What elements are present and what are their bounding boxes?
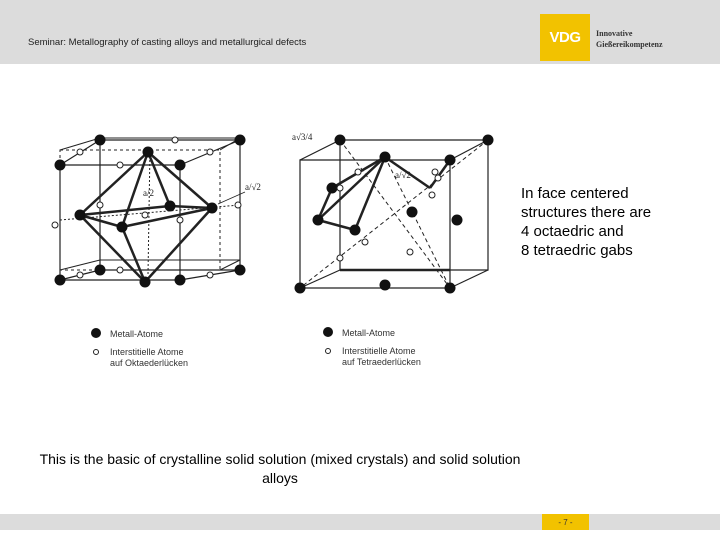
logo-tagline: Innovative Gießereikompetenz: [596, 28, 663, 50]
crystal-structure-figure: a/2 a/√2: [51, 132, 494, 368]
tetrahedral-metal-atoms: [294, 134, 494, 294]
tagline-line2: Gießereikompetenz: [596, 40, 663, 49]
left-legend-metal: Metall-Atome: [110, 329, 163, 339]
tetrahedral-interstitial-atoms: [336, 168, 442, 262]
label-a-half: a/2: [143, 188, 154, 198]
side-line-4: 8 tetraedric gabs: [521, 242, 633, 259]
octahedral-metal-atoms: [54, 134, 246, 288]
label-a-root2-left: a/√2: [245, 182, 261, 192]
right-legend-interstitial-1: Interstitielle Atome: [342, 346, 416, 356]
octahedral-interstitial-atoms: [51, 136, 242, 279]
footer-bar: [0, 514, 720, 530]
right-legend-metal: Metall-Atome: [342, 328, 395, 338]
tagline-line1: Innovative: [596, 29, 633, 38]
side-line-2: structures there are: [521, 204, 652, 221]
page-number: - 7 -: [542, 514, 589, 530]
right-legend: Metall-Atome Interstitielle Atome auf Te…: [323, 327, 421, 367]
side-line-1: In face centered: [521, 185, 629, 202]
header-bar: Seminar: Metallography of casting alloys…: [0, 0, 720, 64]
left-legend-interstitial-2: auf Oktaederlücken: [110, 358, 188, 368]
octahedral-cube: [59, 137, 241, 283]
left-legend-interstitial-1: Interstitielle Atome: [110, 347, 184, 357]
vdg-logo: VDG: [540, 14, 590, 61]
label-a-root3-4: a√3/4: [292, 132, 313, 142]
right-legend-interstitial-2: auf Tetraederlücken: [342, 357, 421, 367]
bottom-caption: This is the basic of crystalline solid s…: [39, 451, 521, 486]
seminar-title: Seminar: Metallography of casting alloys…: [28, 37, 307, 48]
side-explanation: In face centered structures there are 4 …: [521, 184, 691, 260]
logo-text: VDG: [549, 29, 581, 46]
left-legend: Metall-Atome Interstitielle Atome auf Ok…: [91, 328, 188, 368]
side-line-3: 4 octaedric and: [521, 223, 624, 240]
label-a-root2-right: a/√2: [395, 170, 411, 180]
tetrahedral-cube: [299, 139, 489, 289]
